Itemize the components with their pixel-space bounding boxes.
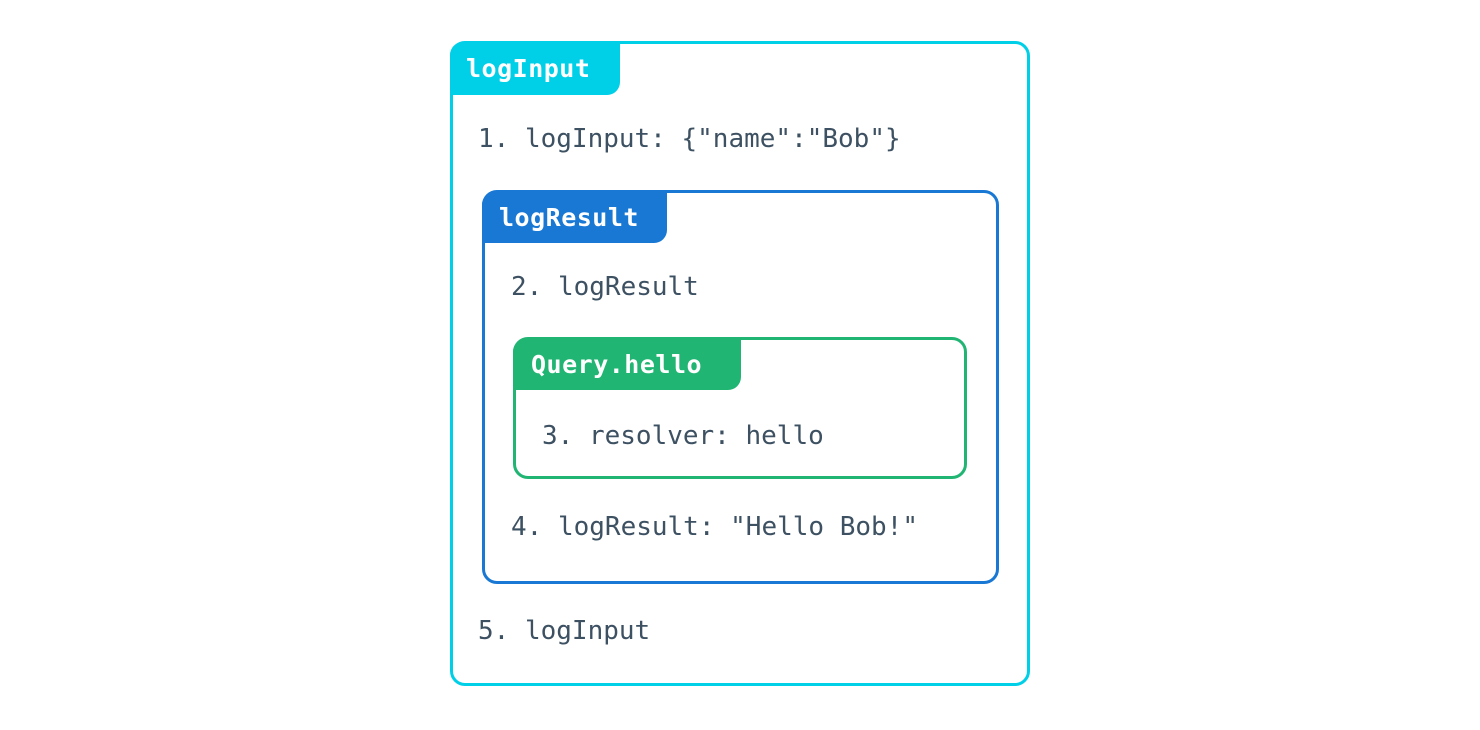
- log-line-1: 1. logInput: {"name":"Bob"}: [478, 124, 901, 154]
- trace-tab-queryhello-label: Query.hello: [531, 350, 703, 379]
- log-line-2: 2. logResult: [511, 272, 699, 302]
- log-line-5: 5. logInput: [478, 616, 651, 646]
- trace-tab-logresult[interactable]: logResult: [482, 192, 667, 243]
- trace-tab-logresult-label: logResult: [499, 203, 639, 232]
- trace-tab-loginput-label: logInput: [466, 54, 591, 83]
- trace-tab-loginput[interactable]: logInput: [450, 42, 620, 95]
- log-line-3: 3. resolver: hello: [542, 421, 824, 451]
- trace-tab-queryhello[interactable]: Query.hello: [513, 339, 741, 390]
- log-line-4: 4. logResult: "Hello Bob!": [511, 512, 918, 542]
